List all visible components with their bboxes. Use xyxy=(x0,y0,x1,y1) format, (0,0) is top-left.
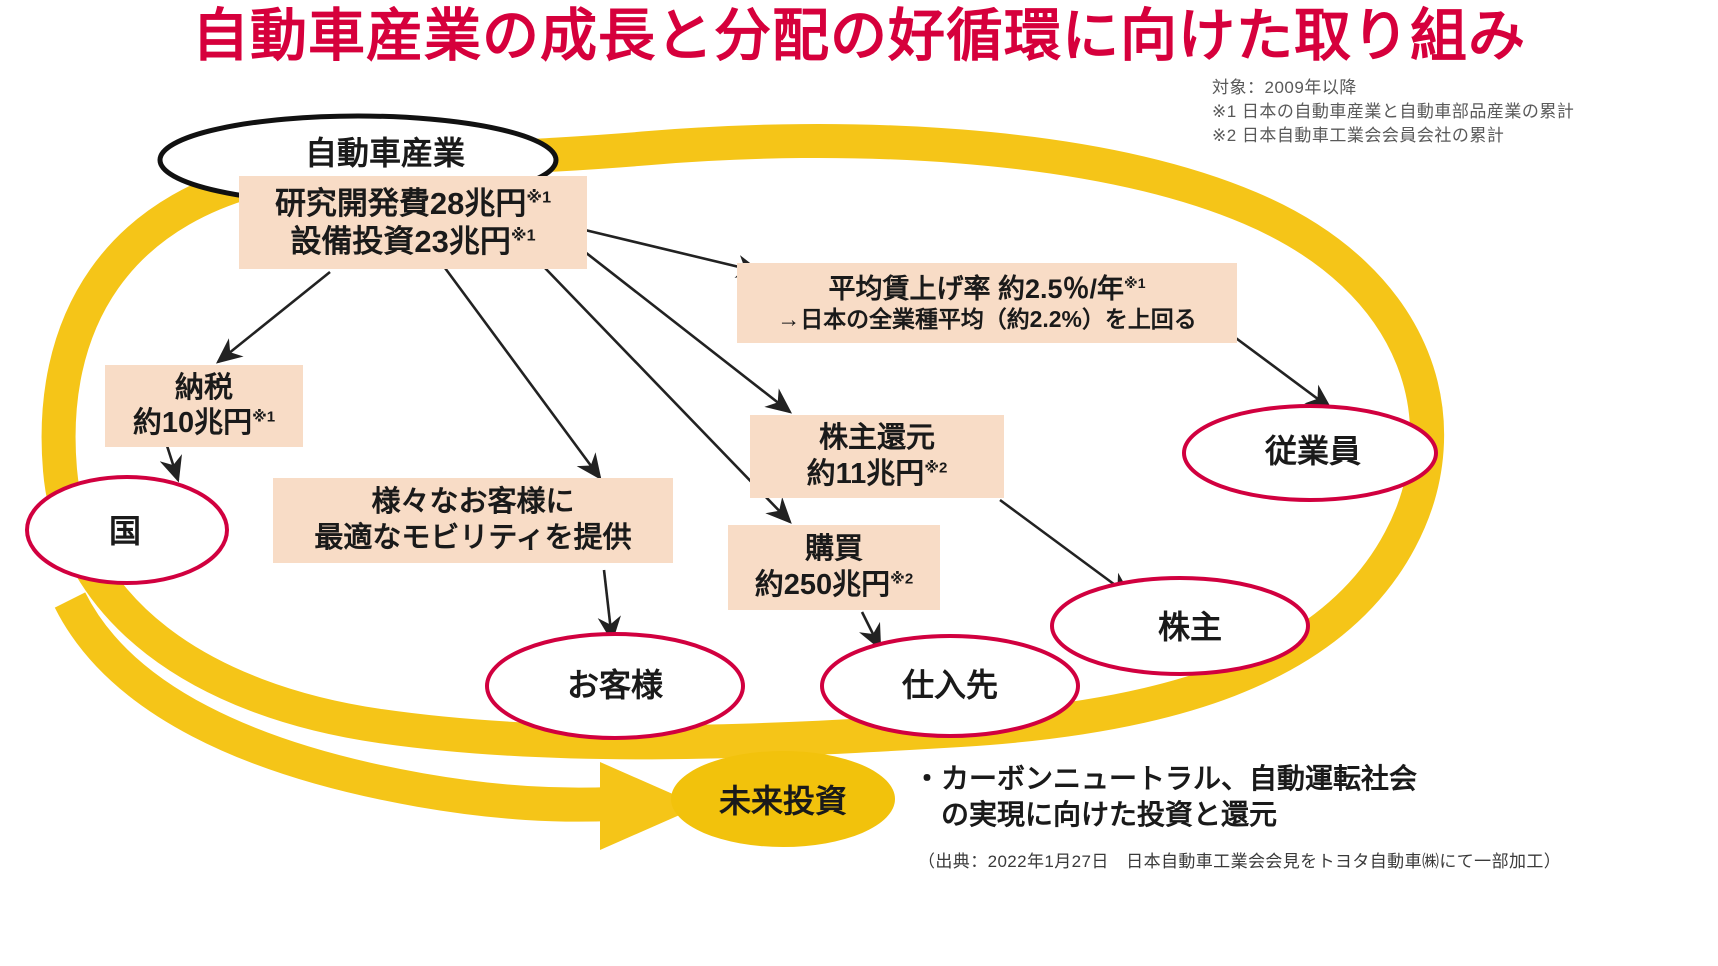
carbon-neutral-line1: ・カーボンニュートラル、自動運転社会 xyxy=(913,763,1418,794)
node-label-auto-industry: 自動車産業 xyxy=(304,135,465,171)
note-line-1: 対象：2009年以降 xyxy=(1212,78,1357,97)
note-line-3: ※2 日本自動車工業会会員会社の累計 xyxy=(1212,126,1505,146)
box-mobility-line2: 最適なモビリティを提供 xyxy=(314,521,632,554)
box-tax-payment: 納税 約10兆円※1 xyxy=(105,365,303,447)
box-mobility-offering: 様々なお客様に 最適なモビリティを提供 xyxy=(273,478,673,563)
note-line-2: ※1 日本の自動車産業と自動車部品産業の累計 xyxy=(1212,102,1575,122)
carbon-neutral-note: ・カーボンニュートラル、自動運転社会 の実現に向けた投資と還元 xyxy=(913,761,1417,834)
box-purchasing: 購買 約250兆円※2 xyxy=(728,525,940,610)
box-dividend-line2: 約11兆円※2 xyxy=(806,457,948,490)
node-label-kuni: 国 xyxy=(108,513,141,549)
box-rd-capex-line2: 設備投資23兆円※1 xyxy=(290,223,536,259)
node-label-employee: 従業員 xyxy=(1264,433,1361,469)
node-arrows xyxy=(158,328,1333,651)
box-rd-capex-line1: 研究開発費28兆円※1 xyxy=(274,185,552,221)
box-wage-line2: →日本の全業種平均（約2.2%）を上回る xyxy=(777,306,1197,333)
box-tax-line2: 約10兆円※1 xyxy=(132,407,276,439)
box-mobility-line1: 様々なお客様に xyxy=(371,486,575,519)
node-label-future-investment: 未来投資 xyxy=(718,783,847,819)
connector-lines xyxy=(215,228,793,524)
box-dividend-line1: 株主還元 xyxy=(818,422,935,455)
source-citation: （出典：2022年1月27日 日本自動車工業会会見をトヨタ自動車㈱にて一部加工） xyxy=(918,852,1562,871)
box-purchase-line2: 約250兆円※2 xyxy=(754,568,914,601)
box-rd-capex: 研究開発費28兆円※1 設備投資23兆円※1 xyxy=(239,176,587,269)
carbon-neutral-line2: の実現に向けた投資と還元 xyxy=(913,799,1278,831)
box-wage-line1: 平均賃上げ率 約2.5％/年※1 xyxy=(828,273,1146,304)
node-shareholder xyxy=(1050,576,1310,676)
notes-block: 対象：2009年以降 ※1 日本の自動車産業と自動車部品産業の累計 ※2 日本自… xyxy=(1212,76,1574,148)
future-investment-arrow xyxy=(54,592,700,850)
box-purchase-line1: 購買 xyxy=(804,533,863,566)
box-tax-line1: 納税 xyxy=(174,371,233,404)
node-supplier xyxy=(820,634,1080,738)
node-label-shareholder: 株主 xyxy=(1157,609,1222,645)
page-title: 自動車産業の成長と分配の好循環に向けた取り組み xyxy=(192,4,1526,68)
box-wage-increase: 平均賃上げ率 約2.5％/年※1 →日本の全業種平均（約2.2%）を上回る xyxy=(737,263,1237,343)
node-employee xyxy=(1182,404,1438,502)
node-customer xyxy=(485,632,745,740)
node-label-supplier: 仕入先 xyxy=(901,667,998,703)
node-label-customer: お客様 xyxy=(566,667,663,703)
box-shareholder-return: 株主還元 約11兆円※2 xyxy=(750,415,1004,498)
node-future-investment xyxy=(671,751,895,847)
node-kuni xyxy=(25,475,229,585)
